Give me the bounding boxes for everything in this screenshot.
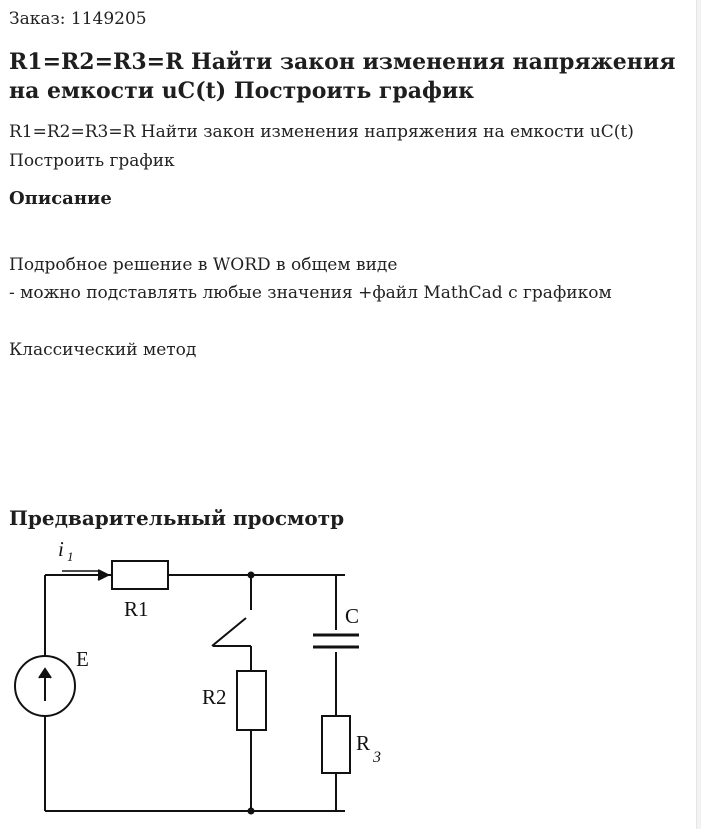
- order-number: Заказ: 1149205: [9, 9, 147, 29]
- resistor-r1: [111, 560, 169, 590]
- task-statement: R1=R2=R3=R Найти закон изменения напряже…: [9, 122, 634, 171]
- current-arrow-icon: [97, 569, 111, 581]
- r1-label: R1: [124, 597, 149, 621]
- r2-label: R2: [202, 685, 227, 709]
- description-heading: Описание: [9, 188, 112, 209]
- resistor-r3: [321, 715, 351, 774]
- description-line: - можно подставлять любые значения +файл…: [9, 283, 612, 303]
- switch-blade: [211, 617, 247, 647]
- r3-subscript: 3: [372, 749, 381, 766]
- description-line: Подробное решение в WORD в общем виде: [9, 255, 398, 275]
- current-label: i: [58, 537, 64, 561]
- junction-bottom: [247, 807, 255, 815]
- description-line: Классический метод: [9, 340, 197, 360]
- resistor-r2: [236, 670, 267, 731]
- page-title: R1=R2=R3=R Найти закон изменения напряже…: [9, 49, 676, 104]
- current-subscript: 1: [67, 549, 74, 564]
- source-label: E: [76, 647, 89, 671]
- capacitor-label: C: [345, 604, 359, 628]
- preview-heading: Предварительный просмотр: [9, 506, 345, 530]
- circuit-diagram: i 1 R1 E R2 C R 3: [14, 537, 381, 815]
- r3-label: R: [356, 731, 370, 755]
